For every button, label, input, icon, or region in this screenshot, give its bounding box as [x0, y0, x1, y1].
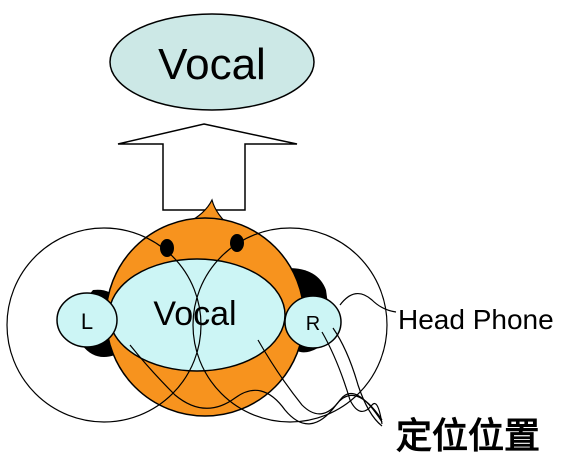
- right-sound-field-circle: [192, 227, 388, 423]
- left-ear-label: L: [81, 309, 93, 334]
- top-vocal-label: Vocal: [158, 40, 266, 89]
- right-eye: [230, 234, 244, 252]
- localization-label: 定位位置: [396, 416, 540, 454]
- localization-pointer-3: [321, 331, 383, 425]
- left-eye: [160, 239, 174, 257]
- headphone-label: Head Phone: [398, 304, 554, 335]
- right-ear-bubble: [284, 295, 342, 349]
- localization-pointer-4: [332, 327, 383, 427]
- left-sound-field-circle: [6, 227, 202, 423]
- center-vocal-label: Vocal: [153, 295, 236, 333]
- headphone-pointer-line: [339, 293, 397, 313]
- right-ear-label: R: [306, 313, 320, 335]
- localization-pointer-2: [257, 339, 383, 423]
- top-vocal-ellipse: [109, 13, 315, 111]
- up-arrow-icon: [117, 123, 298, 211]
- left-ear-bubble: [56, 292, 118, 348]
